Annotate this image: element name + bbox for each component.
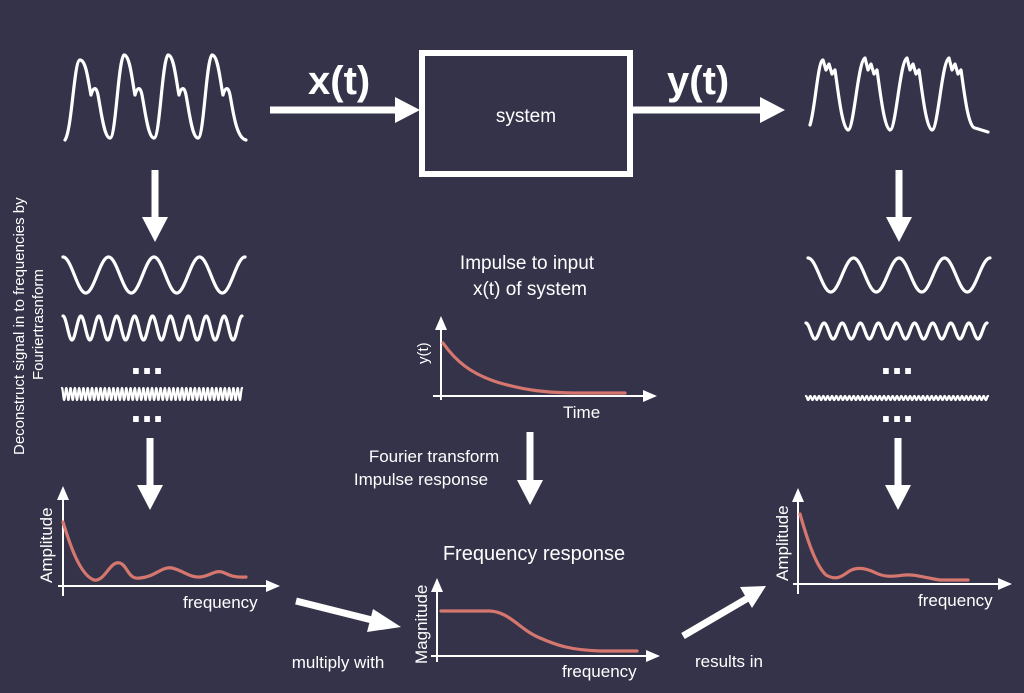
impulse-plot-y-arrowhead — [435, 316, 447, 330]
system-box — [419, 50, 633, 177]
impulse-response-curve — [441, 341, 627, 395]
middle-spectrum-y-arrowhead — [431, 578, 443, 592]
arrowhead-right-decompose — [886, 217, 912, 242]
arrowhead-system-to-output — [760, 97, 785, 123]
impulse-plot-ylabel: y(t) — [415, 342, 432, 364]
multiply-with-label: multiply with — [292, 653, 385, 672]
arrowhead-right-to-spectrum — [885, 485, 911, 510]
right-spectrum-y-arrowhead — [792, 488, 804, 502]
arrowhead-multiply-with — [367, 609, 401, 632]
arrow-results-in — [681, 594, 750, 640]
middle-spectrum-xlabel: frequency — [562, 662, 637, 681]
right-sine-high-frequency — [804, 394, 990, 402]
input-signal-label: x(t) — [308, 59, 370, 103]
arrowhead-impulse-to-frequency — [517, 480, 543, 505]
fourier-text-line2: Impulse response — [354, 470, 488, 489]
arrowhead-results-in — [740, 586, 766, 608]
arrowhead-left-to-spectrum — [137, 485, 163, 510]
left-sine-high-frequency — [60, 386, 244, 402]
arrow-multiply-with — [295, 597, 381, 626]
output-signal-label: y(t) — [667, 59, 729, 103]
right-spectrum-ylabel: Amplitude — [773, 505, 792, 581]
arrowhead-left-decompose — [142, 217, 168, 242]
right-spectrum-curve — [798, 512, 970, 582]
left-spectrum-curve — [61, 520, 248, 582]
left-spectrum-ylabel: Amplitude — [37, 507, 56, 583]
output-signal-waveform — [808, 56, 990, 134]
left-dots-upper: ... — [130, 339, 163, 383]
frequency-response-curve — [439, 609, 639, 653]
impulse-plot-x-arrowhead — [643, 390, 657, 402]
impulse-text-line1: Impulse to input — [460, 253, 595, 274]
frequency-response-title: Frequency response — [443, 543, 625, 565]
left-spectrum-xlabel: frequency — [183, 593, 258, 612]
right-sine-low-frequency — [806, 256, 992, 294]
impulse-plot-xlabel: Time — [563, 403, 600, 422]
middle-spectrum-x-arrowhead — [646, 650, 660, 662]
right-spectrum-x-arrowhead — [998, 578, 1012, 590]
fourier-text-line1: Fourier transform — [369, 447, 499, 466]
left-spectrum-y-arrowhead — [57, 486, 69, 500]
left-dots-lower: ... — [130, 387, 163, 431]
right-dots-lower: ... — [880, 387, 913, 431]
left-spectrum-x-arrowhead — [266, 580, 280, 592]
side-note-line1: Deconstruct signal in to frequencies by — [11, 197, 28, 455]
right-spectrum-xlabel: frequency — [918, 591, 993, 610]
right-sine-mid-frequency — [804, 321, 989, 341]
middle-spectrum-ylabel: Magnitude — [412, 585, 431, 664]
right-dots-upper: ... — [880, 339, 913, 383]
system-label: system — [496, 106, 556, 127]
arrowhead-input-to-system — [395, 97, 420, 123]
left-sine-mid-frequency — [61, 314, 244, 342]
results-in-label: results in — [695, 652, 763, 671]
left-sine-low-frequency — [61, 255, 247, 295]
side-note-line2: Fouriertrasnform — [30, 269, 47, 380]
input-signal-waveform — [63, 53, 248, 142]
impulse-text-line2: x(t) of system — [473, 279, 587, 300]
